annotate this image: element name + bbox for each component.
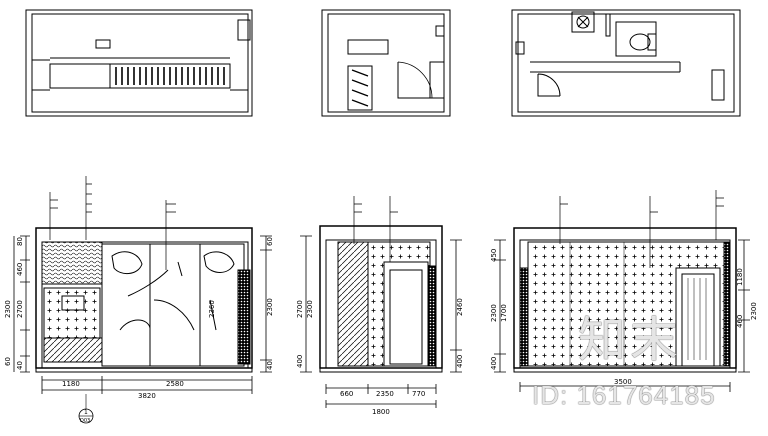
dim-c-bottom-0: 3500 — [614, 378, 632, 386]
dim-c-left-3: 400 — [490, 357, 498, 370]
dim-c-left-0: 450 — [490, 249, 498, 262]
dim-a-right-0: 60 — [266, 237, 274, 246]
elevation-b-dims: 2700 2300 400 2460 400 660 2350 770 1800 — [296, 298, 464, 416]
elevation-b — [300, 196, 462, 408]
detail-tag-sheet: D03 — [80, 418, 90, 424]
watermark-brand: 知末 — [578, 314, 683, 367]
dim-b-bottom-2: 770 — [412, 390, 425, 398]
watermark-id: ID: 161764185 — [532, 380, 716, 410]
dim-a-inner: 2360 — [208, 300, 216, 318]
dim-a-left-5: 40 — [16, 361, 24, 370]
elevation-c-dims: 450 1700 2300 400 1180 2300 460 3500 — [490, 249, 758, 386]
detail-tag-number: 1 — [84, 409, 88, 416]
elevation-c — [494, 190, 750, 392]
dim-a-left-0: 80 — [16, 237, 24, 246]
dim-c-left-1: 1700 — [500, 304, 508, 322]
dim-b-left-0: 2700 — [296, 300, 304, 318]
plan-3 — [511, 9, 741, 117]
dim-c-right-1: 2300 — [750, 302, 758, 320]
dim-b-bottom-0: 660 — [340, 390, 353, 398]
elevation-a-dims: 80 460 2300 2700 60 40 60 2300 40 2360 1… — [4, 237, 274, 424]
dim-a-left-1: 460 — [16, 263, 24, 276]
dim-b-bottom-3: 1800 — [372, 408, 390, 416]
dim-b-left-1: 2300 — [306, 300, 314, 318]
dim-b-right-0: 2460 — [456, 298, 464, 316]
dim-a-bottom-1: 2580 — [166, 380, 184, 388]
dim-c-right-2: 460 — [736, 315, 744, 328]
plan-1 — [25, 9, 253, 117]
dim-c-right-0: 1180 — [736, 268, 744, 286]
dim-a-left-4: 60 — [4, 357, 12, 366]
dim-c-left-2: 2300 — [490, 304, 498, 322]
dim-a-bottom-2: 3820 — [138, 392, 156, 400]
elevation-a — [13, 176, 272, 424]
dim-a-left-3: 2700 — [16, 300, 24, 318]
dim-b-bottom-1: 2350 — [376, 390, 394, 398]
dim-b-right-1: 400 — [456, 355, 464, 368]
dim-a-bottom-0: 1180 — [62, 380, 80, 388]
plan-2 — [321, 9, 451, 117]
dim-b-left-2: 400 — [296, 355, 304, 368]
dim-a-right-1: 2300 — [266, 298, 274, 316]
dim-a-right-2: 40 — [266, 361, 274, 370]
dim-a-left-2: 2300 — [4, 300, 12, 318]
